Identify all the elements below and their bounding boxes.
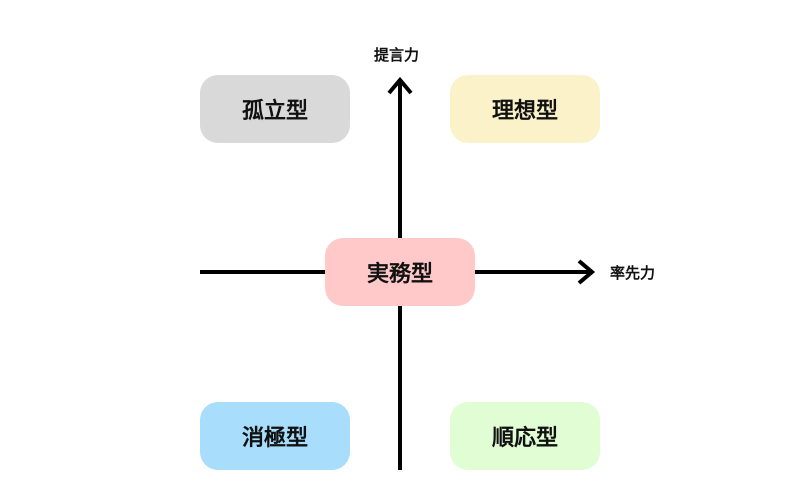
quadrant-top-right-label: 理想型 [491,99,558,124]
vertical-axis-arrowhead [387,76,413,95]
center-label: 実務型 [366,262,433,287]
quadrant-bottom-right-adaptive: 順応型 [450,402,600,470]
horizontal-axis-arrowhead [577,259,596,285]
quadrant-bottom-right-label: 順応型 [491,426,558,451]
vertical-axis-label: 提言力 [374,46,420,64]
quadrant-top-right-ideal: 理想型 [450,75,600,143]
quadrant-bottom-left-passive: 消極型 [200,402,350,470]
horizontal-axis-label: 率先力 [610,264,656,282]
center-practical-box: 実務型 [325,238,475,306]
quadrant-top-left-isolated: 孤立型 [200,75,350,143]
quadrant-bottom-left-label: 消極型 [241,426,308,451]
quadrant-top-left-label: 孤立型 [241,99,308,124]
